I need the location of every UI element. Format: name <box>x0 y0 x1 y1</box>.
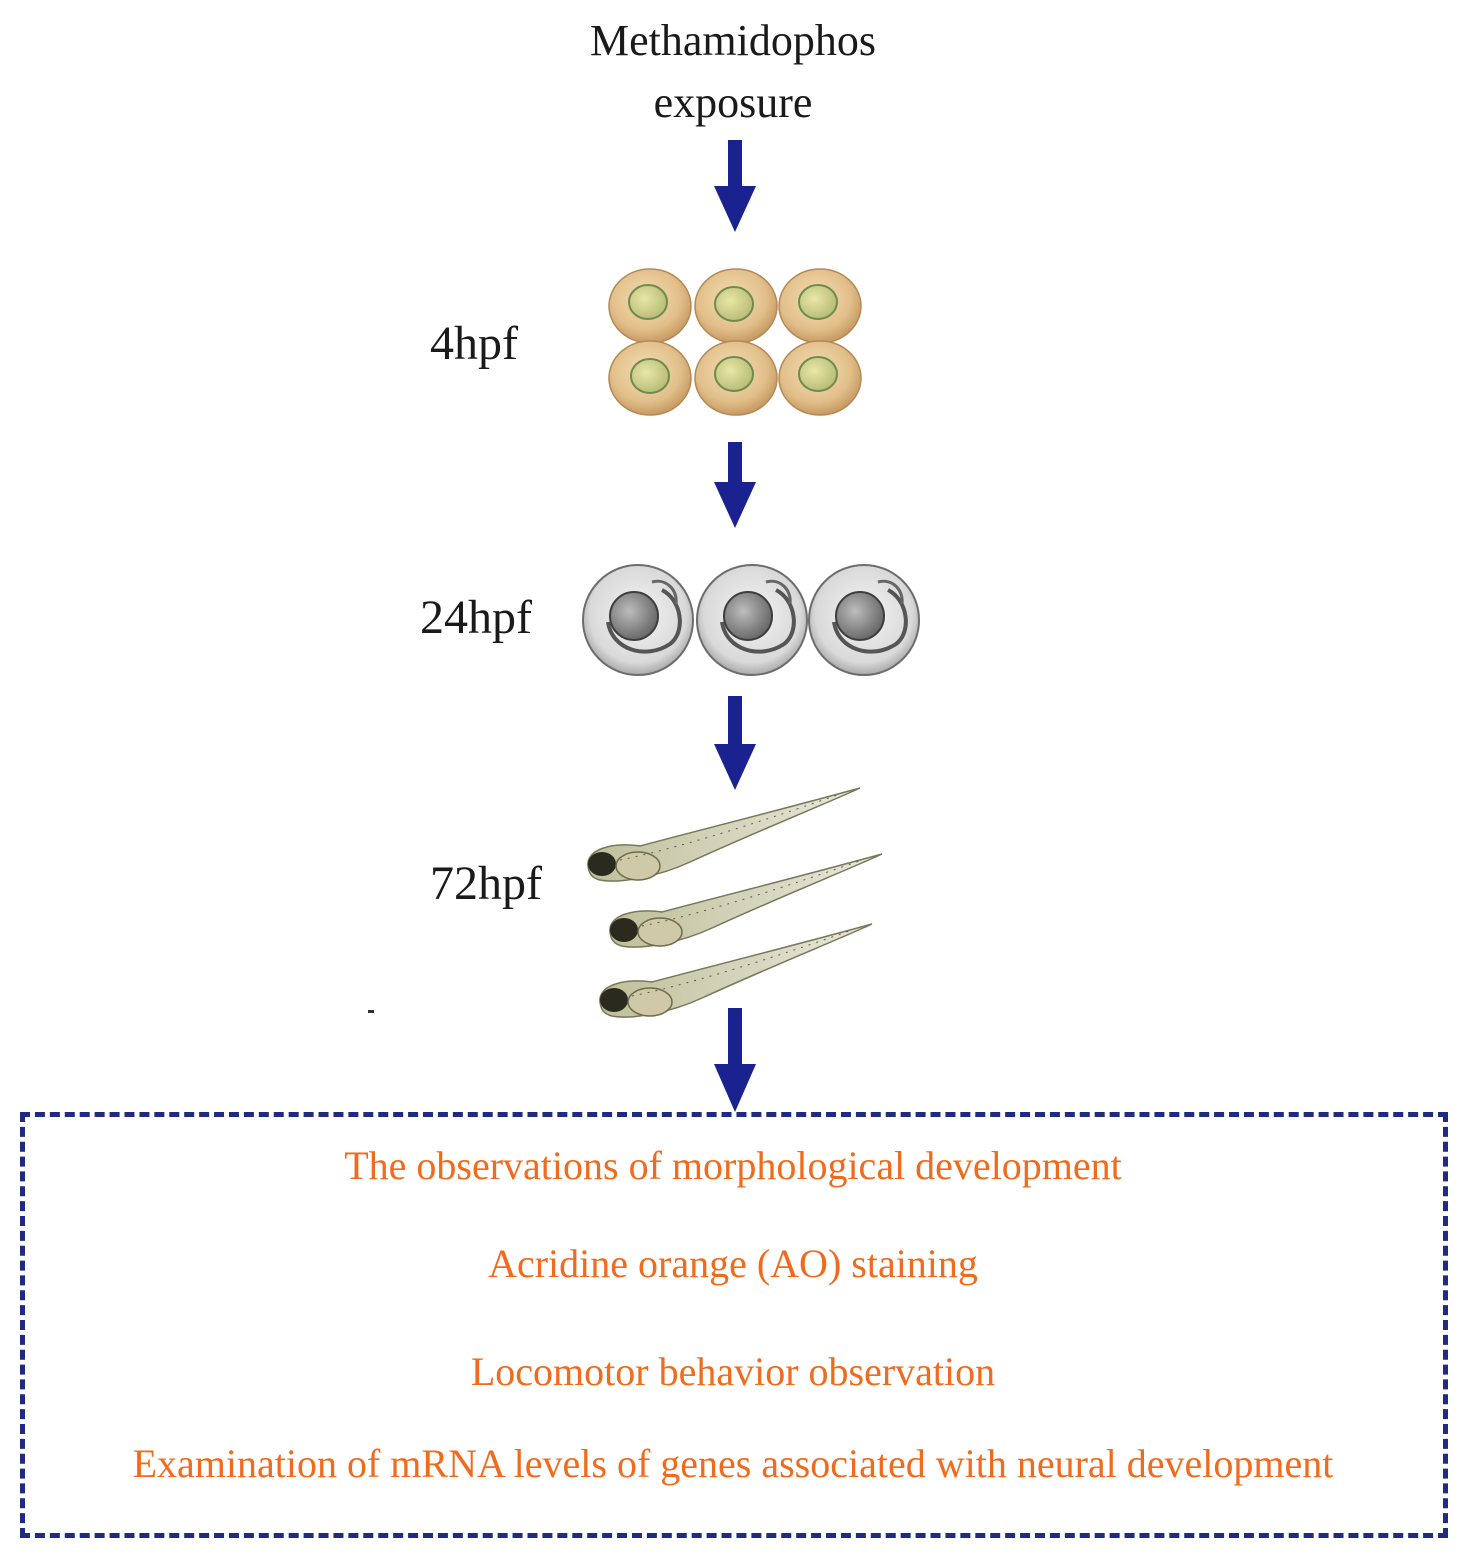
outcome-locomotor: Locomotor behavior observation <box>470 1349 996 1394</box>
larva-1 <box>587 787 861 882</box>
stage-label-24hpf: 24hpf <box>420 591 532 644</box>
larva-3 <box>599 923 873 1018</box>
chorion-embryo-icon <box>582 564 920 676</box>
cleavage-egg-icon <box>608 268 862 416</box>
title-line-2: exposure <box>653 78 813 127</box>
outcome-morphology: The observations of morphological develo… <box>344 1143 1122 1188</box>
title-line-1: Methamidophos <box>590 16 876 65</box>
larva-2 <box>609 853 883 948</box>
flow-arrow-2 <box>714 442 756 528</box>
stage-label-4hpf: 4hpf <box>430 317 518 370</box>
diagram-title: Methamidophos exposure <box>483 10 983 134</box>
stray-mark <box>368 1010 374 1013</box>
flow-arrow-3 <box>714 696 756 790</box>
flow-arrow-1 <box>714 140 756 232</box>
stage-label-72hpf: 72hpf <box>430 857 542 910</box>
outcome-mrna-levels: Examination of mRNA levels of genes asso… <box>132 1441 1334 1486</box>
zebrafish-larva-icon <box>587 787 883 1018</box>
outcome-ao-staining: Acridine orange (AO) staining <box>488 1241 978 1286</box>
outcomes-box <box>20 1112 1448 1538</box>
flow-arrow-4 <box>714 1008 756 1112</box>
